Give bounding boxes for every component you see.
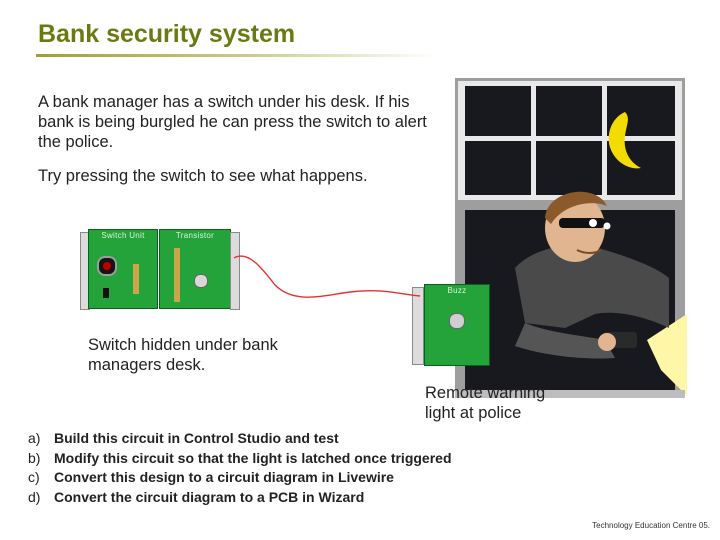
transistor-module: Transistor — [159, 229, 231, 309]
buzz-module-connector — [412, 287, 424, 365]
switch-caption: Switch hidden under bank managers desk. — [88, 336, 278, 374]
footer-credit: Technology Education Centre 05. — [592, 521, 710, 530]
list-item-text: Modify this circuit so that the light is… — [54, 449, 452, 466]
burglar-window-illustration — [455, 78, 687, 398]
resistor-icon — [103, 288, 109, 298]
window-pane — [465, 86, 531, 136]
list-item-letter: d) — [28, 488, 41, 505]
burglar-mask — [559, 218, 605, 228]
list-item-letter: a) — [28, 430, 41, 446]
resistor-icon — [133, 264, 139, 294]
list-item: c) Convert this design to a circuit diagr… — [28, 468, 452, 488]
list-item-text: Convert the circuit diagram to a PCB in … — [54, 488, 365, 505]
module-connector-right — [230, 232, 240, 310]
warning-light-icon — [449, 313, 465, 329]
instruction-text: Try pressing the switch to see what happ… — [38, 167, 368, 185]
list-item-text: Build this circuit in Control Studio and… — [54, 430, 339, 446]
remote-light-caption: Remote warning light at police — [425, 384, 546, 422]
task-list: a) Build this circuit in Control Studio a… — [28, 429, 452, 507]
buzz-module: Buzz — [424, 284, 490, 366]
moon-icon — [608, 112, 641, 169]
title-underline — [36, 54, 436, 57]
window-pane — [536, 86, 602, 136]
buzz-label: Buzz — [447, 286, 467, 295]
push-switch-button[interactable] — [97, 256, 117, 276]
list-item: b) Modify this circuit so that the light … — [28, 449, 452, 469]
list-item: d) Convert the circuit diagram to a PCB i… — [28, 488, 452, 508]
burglar-body — [515, 245, 669, 328]
switch-unit-module: Switch Unit — [88, 229, 158, 309]
resistor-icon — [174, 248, 180, 302]
flashlight-beam — [647, 314, 687, 396]
switch-unit-label: Switch Unit — [101, 231, 145, 240]
page-title: Bank security system — [38, 20, 296, 48]
transistor-label: Transistor — [175, 231, 215, 240]
list-item-letter: c) — [28, 469, 40, 485]
list-item-text: Convert this design to a circuit diagram… — [54, 469, 394, 485]
transistor-icon — [194, 274, 208, 288]
list-item: a) Build this circuit in Control Studio a… — [28, 429, 452, 449]
window-pane — [536, 141, 602, 195]
window-pane — [465, 141, 531, 195]
intro-text: A bank manager has a switch under his de… — [38, 93, 427, 151]
list-item-letter: b) — [28, 449, 41, 466]
